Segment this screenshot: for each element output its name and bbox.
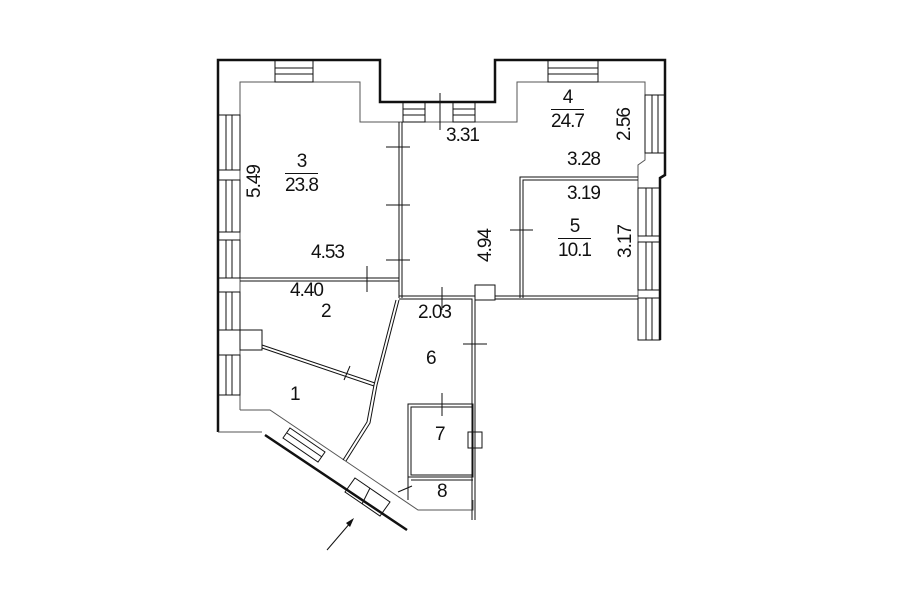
room-area: 23.8	[285, 174, 319, 196]
partitions	[239, 122, 638, 520]
room-4-label: 4 24.7	[551, 88, 585, 132]
dimension-room3-height: 5.49	[243, 165, 265, 198]
outer-wall	[216, 58, 667, 432]
room-5-label: 5 10.1	[558, 217, 592, 261]
entrance-arrow-head	[346, 518, 354, 527]
dimension-corridor-width: 2.03	[418, 302, 452, 323]
room-2-label: 2	[321, 301, 332, 322]
dimension-hall-top: 3.31	[446, 125, 480, 146]
room-6-label: 6	[426, 348, 437, 369]
dimension-hall-height: 4.94	[474, 229, 496, 262]
room-number: 3	[285, 152, 318, 174]
door-marks	[343, 93, 533, 493]
dimension-room5-width: 3.19	[567, 183, 601, 204]
dimension-room4-width: 3.28	[567, 149, 601, 170]
room-8-label: 8	[437, 481, 448, 502]
room-area: 24.7	[551, 110, 585, 132]
dimension-room4-height: 2.56	[613, 108, 635, 141]
outer-wall-diagonal	[264, 433, 408, 532]
windows	[217, 59, 666, 517]
room-number: 5	[558, 217, 591, 239]
room-1-label: 1	[290, 384, 301, 405]
dimension-room5-height: 3.17	[614, 225, 636, 258]
room-7-label: 7	[435, 424, 446, 445]
dimension-room2-width: 4.40	[290, 280, 324, 301]
dimension-room3-width: 4.53	[311, 242, 345, 263]
room-3-label: 3 23.8	[285, 152, 319, 196]
inner-wall	[240, 409, 474, 511]
room-area: 10.1	[558, 239, 592, 261]
entrance-arrow	[326, 521, 352, 551]
room-number: 4	[551, 88, 584, 110]
